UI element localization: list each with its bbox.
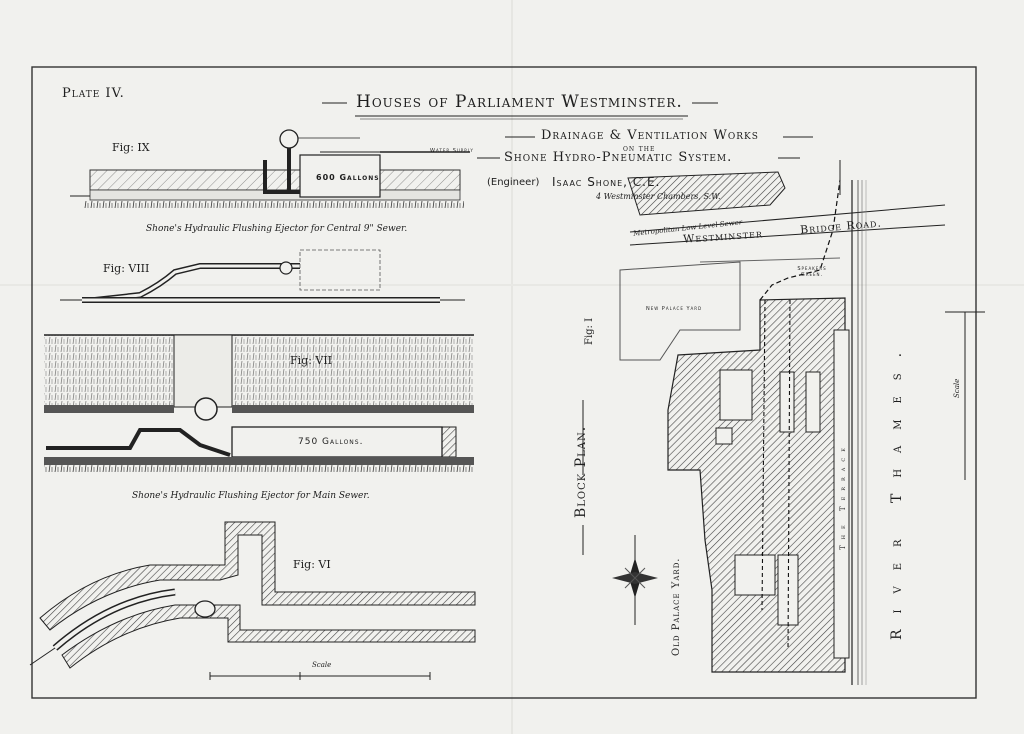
fig9-label: Fig: IX (112, 141, 150, 154)
fig9-water-supply-label: Water Supply (430, 148, 474, 154)
fig7-tank-label: 750 Gallons. (298, 437, 364, 447)
compass-rose-icon (612, 535, 658, 625)
terrace-label: The Terrace (839, 442, 847, 550)
plate-border (31, 66, 977, 699)
block-plan-title: Block Plan. (573, 425, 589, 518)
plan-scale-label: Scale (953, 378, 961, 398)
fig7-drawing (44, 334, 474, 473)
fig9-drawing (70, 129, 470, 208)
fig6-drawing (29, 521, 476, 680)
subtitle-line2: on the (623, 144, 656, 153)
speakers-green-label: Speakers Green. (797, 266, 827, 278)
river-thames-label: River Thames. (889, 336, 905, 640)
fig1-label: Fig: I (584, 317, 595, 345)
plate-label: Plate IV. (62, 86, 125, 101)
new-palace-yard-label: New Palace Yard (646, 306, 703, 312)
fig7-caption: Shone's Hydraulic Flushing Ejector for M… (132, 491, 370, 501)
subtitle-line3: Shone Hydro-Pneumatic System. (504, 150, 733, 165)
fig6-label: Fig: VI (293, 558, 331, 571)
fig6-scale-label: Scale (312, 661, 332, 669)
fig9-caption: Shone's Hydraulic Flushing Ejector for C… (146, 224, 408, 234)
engineer-name: Isaac Shone, C.E. (552, 175, 661, 189)
engineer-role: (Engineer) (487, 177, 540, 188)
subtitle-line1: Drainage & Ventilation Works (541, 128, 759, 143)
fig9-tank-label: 600 Gallons (316, 173, 380, 182)
block-plan-drawing (619, 160, 985, 685)
fig8-drawing (60, 249, 465, 303)
fig8-label: Fig: VIII (103, 262, 150, 275)
old-palace-yard-label: Old Palace Yard. (671, 557, 682, 657)
engineer-address: 4 Westminster Chambers, S.W. (596, 192, 721, 201)
main-title: Houses of Parliament Westminster. (356, 92, 683, 112)
fig7-label: Fig: VII (290, 354, 333, 367)
